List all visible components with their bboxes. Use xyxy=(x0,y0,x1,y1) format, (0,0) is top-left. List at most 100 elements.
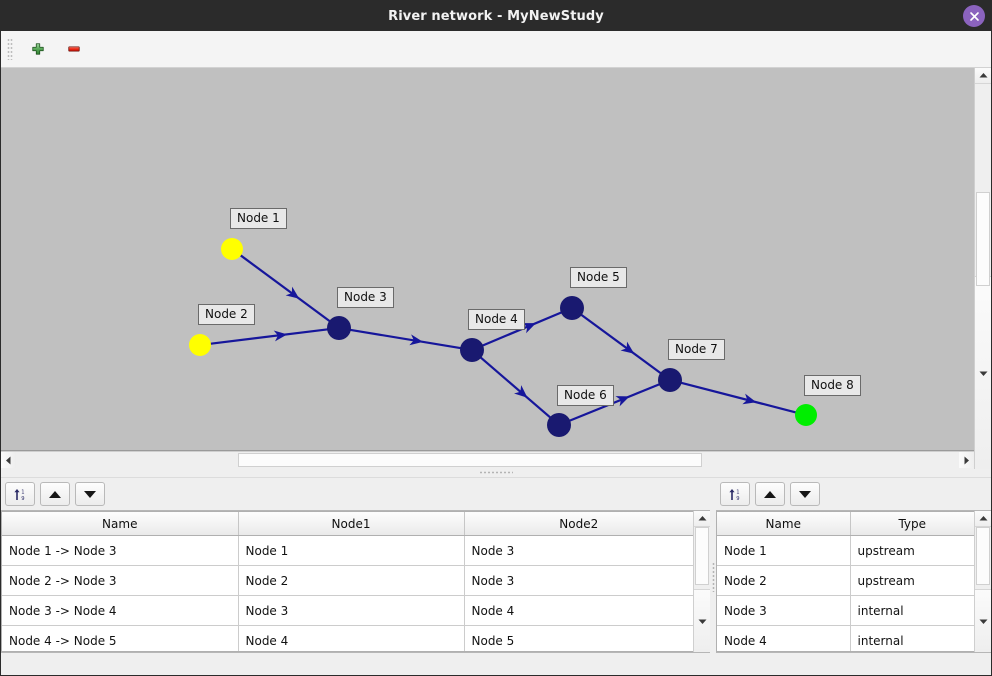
reaches-col-name[interactable]: Name xyxy=(2,512,239,536)
nodes-move-down-button[interactable] xyxy=(790,482,820,506)
edge-Node4-Node6[interactable] xyxy=(479,356,552,419)
edge-Node7-Node8[interactable] xyxy=(680,381,797,414)
canvas-vscroll-thumb[interactable] xyxy=(976,192,990,286)
table-row[interactable]: Node 3 internal xyxy=(717,595,974,626)
edge-Node1-Node3[interactable] xyxy=(239,254,331,323)
edge-Node5-Node7[interactable] xyxy=(580,313,662,375)
nodes-vertical-scrollbar[interactable] xyxy=(974,511,991,652)
reaches-cell-name[interactable]: Node 3 -> Node 4 xyxy=(2,595,239,626)
tables-area: 1 9 Name xyxy=(1,478,991,675)
graph-node-label-node-7[interactable]: Node 7 xyxy=(668,339,725,360)
reaches-col-node1[interactable]: Node1 xyxy=(238,512,465,536)
canvas-vertical-scrollbar[interactable] xyxy=(974,68,991,469)
table-row[interactable]: Node 1 upstream xyxy=(717,535,974,566)
nodes-cell-type[interactable]: upstream xyxy=(850,535,974,566)
reaches-vscroll-track[interactable] xyxy=(694,527,710,589)
table-row[interactable]: Node 2 upstream xyxy=(717,565,974,596)
nodes-cell-type[interactable]: internal xyxy=(850,595,974,626)
scroll-up-icon[interactable] xyxy=(975,511,991,527)
reaches-cell-node1[interactable]: Node 3 xyxy=(238,595,465,626)
edge-Node3-Node4[interactable] xyxy=(349,328,462,350)
canvas-horizontal-scrollbar[interactable] xyxy=(1,451,974,468)
nodes-col-name[interactable]: Name xyxy=(717,512,851,536)
graph-node-node-3[interactable] xyxy=(327,316,351,340)
nodes-pane: 1 9 Name xyxy=(716,478,991,675)
scroll-up-icon[interactable] xyxy=(694,511,710,527)
vertical-splitter[interactable] xyxy=(710,478,716,675)
scroll-right-icon[interactable] xyxy=(959,452,974,468)
graph-node-node-6[interactable] xyxy=(547,413,571,437)
graph-node-label-node-2[interactable]: Node 2 xyxy=(198,304,255,325)
reaches-cell-node2[interactable]: Node 4 xyxy=(464,595,693,626)
edge-arrowhead-icon xyxy=(409,334,424,346)
graph-node-label-node-8[interactable]: Node 8 xyxy=(804,375,861,396)
nodes-move-up-button[interactable] xyxy=(755,482,785,506)
add-node-button[interactable] xyxy=(25,36,51,62)
reaches-cell-name[interactable]: Node 1 -> Node 3 xyxy=(2,535,239,566)
table-row[interactable]: Node 4 -> Node 5 Node 4 Node 5 xyxy=(2,625,693,651)
nodes-cell-type[interactable]: upstream xyxy=(850,565,974,596)
svg-text:9: 9 xyxy=(21,496,24,502)
graph-node-node-8[interactable] xyxy=(795,404,817,426)
reaches-col-node2[interactable]: Node2 xyxy=(464,512,693,536)
delete-node-button[interactable] xyxy=(61,36,87,62)
graph-node-node-7[interactable] xyxy=(658,368,682,392)
reaches-cell-name[interactable]: Node 2 -> Node 3 xyxy=(2,565,239,596)
reaches-vscroll-thumb[interactable] xyxy=(695,527,709,585)
reaches-move-down-button[interactable] xyxy=(75,482,105,506)
edge-Node6-Node7[interactable] xyxy=(568,383,661,422)
scroll-down-icon[interactable] xyxy=(975,589,991,652)
table-row[interactable]: Node 2 -> Node 3 Node 2 Node 3 xyxy=(2,565,693,596)
reaches-vertical-scrollbar[interactable] xyxy=(693,511,710,652)
graph-node-label-node-5[interactable]: Node 5 xyxy=(570,267,627,288)
reaches-sort-button[interactable]: 1 9 xyxy=(5,482,35,506)
nodes-vscroll-track[interactable] xyxy=(975,527,991,589)
reaches-move-up-button[interactable] xyxy=(40,482,70,506)
edge-arrowhead-icon xyxy=(514,385,528,398)
nodes-cell-name[interactable]: Node 3 xyxy=(717,595,851,626)
triangle-up-icon xyxy=(49,490,61,498)
graph-node-node-5[interactable] xyxy=(560,296,584,320)
network-diagram-canvas[interactable]: Node 1 Node 2 Node 3 Node 4 Node 5 Node 6 Node… xyxy=(1,68,977,451)
graph-node-label-node-1[interactable]: Node 1 xyxy=(230,208,287,229)
table-row[interactable]: Node 1 -> Node 3 Node 1 Node 3 xyxy=(2,535,693,566)
table-row[interactable]: Node 4 internal xyxy=(717,625,974,651)
nodes-col-type[interactable]: Type xyxy=(850,512,974,536)
nodes-sort-button[interactable]: 1 9 xyxy=(720,482,750,506)
canvas-vscroll-track[interactable] xyxy=(975,84,991,286)
reaches-table-area: Name Node1 Node2 Node 1 -> Node 3 Node 1… xyxy=(1,510,710,653)
reaches-cell-node2[interactable]: Node 5 xyxy=(464,625,693,651)
scroll-left-icon[interactable] xyxy=(1,452,16,468)
horizontal-splitter[interactable] xyxy=(1,468,991,478)
nodes-vscroll-thumb[interactable] xyxy=(976,527,990,585)
window-title: River network - MyNewStudy xyxy=(388,8,604,24)
reaches-cell-node2[interactable]: Node 3 xyxy=(464,565,693,596)
graph-node-node-4[interactable] xyxy=(460,338,484,362)
nodes-cell-type[interactable]: internal xyxy=(850,625,974,651)
canvas-hscroll-thumb[interactable] xyxy=(238,453,702,467)
triangle-down-icon xyxy=(799,490,811,498)
nodes-table-scroll[interactable]: Name Type Node 1 upstream Node 2 u xyxy=(716,511,974,652)
graph-node-node-2[interactable] xyxy=(189,334,211,356)
reaches-cell-node1[interactable]: Node 2 xyxy=(238,565,465,596)
edge-Node2-Node3[interactable] xyxy=(209,328,329,345)
nodes-cell-name[interactable]: Node 4 xyxy=(717,625,851,651)
reaches-cell-node1[interactable]: Node 4 xyxy=(238,625,465,651)
graph-node-label-node-3[interactable]: Node 3 xyxy=(337,287,394,308)
scroll-down-icon[interactable] xyxy=(694,589,710,652)
close-icon[interactable] xyxy=(963,5,985,27)
graph-node-label-node-4[interactable]: Node 4 xyxy=(468,309,525,330)
graph-node-node-1[interactable] xyxy=(221,238,243,260)
reaches-cell-name[interactable]: Node 4 -> Node 5 xyxy=(2,625,239,651)
canvas-hscroll-track[interactable] xyxy=(16,452,959,468)
reaches-table-scroll[interactable]: Name Node1 Node2 Node 1 -> Node 3 Node 1… xyxy=(1,511,693,652)
scroll-down-icon[interactable] xyxy=(975,276,991,469)
nodes-cell-name[interactable]: Node 2 xyxy=(717,565,851,596)
table-row[interactable]: Node 3 -> Node 4 Node 3 Node 4 xyxy=(2,595,693,626)
graph-node-label-node-6[interactable]: Node 6 xyxy=(557,385,614,406)
nodes-cell-name[interactable]: Node 1 xyxy=(717,535,851,566)
scroll-up-icon[interactable] xyxy=(975,68,991,84)
toolbar-grip[interactable] xyxy=(7,38,13,60)
reaches-cell-node2[interactable]: Node 3 xyxy=(464,535,693,566)
reaches-cell-node1[interactable]: Node 1 xyxy=(238,535,465,566)
